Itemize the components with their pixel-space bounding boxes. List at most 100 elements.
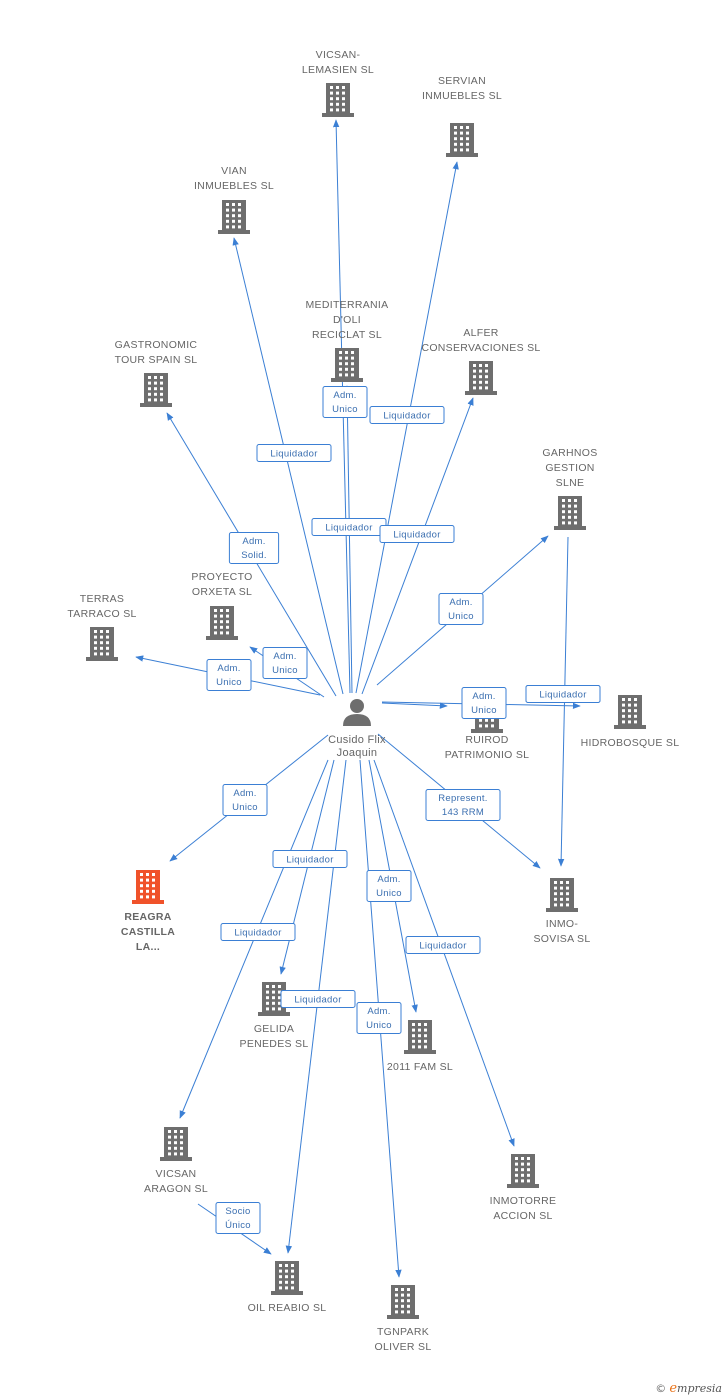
company-label[interactable]: ARAGON SL bbox=[144, 1183, 208, 1195]
company-node-terras[interactable]: TERRAS TARRACO SL bbox=[67, 593, 136, 661]
role-badge-text: Unico bbox=[272, 665, 298, 676]
company-label[interactable]: PATRIMONIO SL bbox=[445, 749, 530, 761]
building-icon[interactable] bbox=[331, 348, 363, 382]
company-node-alfer[interactable]: ALFER CONSERVACIONES SL bbox=[421, 327, 540, 395]
building-icon[interactable] bbox=[546, 878, 578, 912]
company-label[interactable]: LEMASIEN SL bbox=[302, 64, 374, 76]
person-name-label[interactable]: Cusido Flix bbox=[328, 734, 386, 746]
company-node-mediterrania[interactable]: MEDITERRANIA D'OLI RECICLAT SL bbox=[306, 299, 389, 382]
empresia-logo-text: mpresia bbox=[677, 1382, 722, 1395]
relation-edge-ruirod bbox=[381, 702, 448, 709]
company-label[interactable]: ORXETA SL bbox=[192, 586, 252, 598]
company-node-vicsan-aragon[interactable]: VICSAN ARAGON SL bbox=[144, 1127, 208, 1195]
company-label[interactable]: 2011 FAM SL bbox=[387, 1061, 453, 1073]
building-icon[interactable] bbox=[271, 1261, 303, 1295]
relation-edge-vian bbox=[232, 237, 344, 695]
company-label[interactable]: GARHNOS bbox=[542, 447, 597, 459]
company-label[interactable]: VIAN bbox=[221, 165, 247, 177]
building-icon[interactable] bbox=[86, 627, 118, 661]
role-badge-text: 143 RRM bbox=[442, 807, 484, 818]
company-label[interactable]: TARRACO SL bbox=[67, 608, 136, 620]
company-label[interactable]: GASTRONOMIC bbox=[115, 339, 198, 351]
building-icon[interactable] bbox=[387, 1285, 419, 1319]
company-label[interactable]: LA... bbox=[136, 941, 160, 953]
company-label[interactable]: OLIVER SL bbox=[375, 1341, 432, 1353]
company-label[interactable]: INMOTORRE bbox=[490, 1195, 557, 1207]
company-label[interactable]: INMUEBLES SL bbox=[422, 90, 502, 102]
building-icon[interactable] bbox=[465, 361, 497, 395]
role-badge-text: Unico bbox=[366, 1020, 392, 1031]
role-badge-text: Adm. bbox=[242, 536, 265, 547]
building-icon[interactable] bbox=[446, 123, 478, 157]
company-node-gastronomic[interactable]: GASTRONOMIC TOUR SPAIN SL bbox=[115, 339, 198, 407]
person-icon[interactable] bbox=[343, 699, 371, 726]
role-badge: Liquidador bbox=[405, 936, 481, 954]
building-icon[interactable] bbox=[132, 870, 164, 904]
building-icon[interactable] bbox=[322, 83, 354, 117]
role-badge-text: Represent. bbox=[438, 793, 487, 804]
company-label[interactable]: VICSAN bbox=[156, 1168, 197, 1180]
company-label[interactable]: ACCION SL bbox=[493, 1210, 552, 1222]
company-label[interactable]: OIL REABIO SL bbox=[248, 1302, 327, 1314]
company-node-tgnpark[interactable]: TGNPARK OLIVER SL bbox=[375, 1285, 432, 1353]
company-node-vicsan-lemasien[interactable]: VICSAN- LEMASIEN SL bbox=[302, 49, 374, 117]
company-node-reagra[interactable]: REAGRA CASTILLA LA... bbox=[121, 870, 175, 953]
role-badge: Adm.Unico bbox=[322, 386, 368, 418]
building-icon[interactable] bbox=[140, 373, 172, 407]
building-icon[interactable] bbox=[507, 1154, 539, 1188]
company-node-fam2011[interactable]: 2011 FAM SL bbox=[387, 1020, 453, 1073]
company-label[interactable]: TERRAS bbox=[80, 593, 124, 605]
building-icon[interactable] bbox=[554, 496, 586, 530]
company-node-servian[interactable]: SERVIAN INMUEBLES SL bbox=[422, 75, 502, 157]
company-label[interactable]: INMUEBLES SL bbox=[194, 180, 274, 192]
building-icon[interactable] bbox=[218, 200, 250, 234]
building-icon[interactable] bbox=[404, 1020, 436, 1054]
role-badge: Adm.Unico bbox=[438, 593, 484, 625]
role-badge: Liquidador bbox=[280, 990, 356, 1008]
role-badge-text: Liquidador bbox=[539, 690, 586, 701]
company-label[interactable]: HIDROBOSQUE SL bbox=[581, 737, 680, 749]
person-name-label[interactable]: Joaquin bbox=[337, 747, 378, 759]
company-label[interactable]: MEDITERRANIA bbox=[306, 299, 389, 311]
company-node-vian[interactable]: VIAN INMUEBLES SL bbox=[194, 165, 274, 234]
company-label[interactable]: TOUR SPAIN SL bbox=[115, 354, 198, 366]
company-label[interactable]: SOVISA SL bbox=[534, 933, 591, 945]
building-icon[interactable] bbox=[614, 695, 646, 729]
company-label[interactable]: GELIDA bbox=[254, 1023, 294, 1035]
company-label[interactable]: CASTILLA bbox=[121, 926, 175, 938]
company-label[interactable]: INMO- bbox=[546, 918, 579, 930]
company-label[interactable]: REAGRA bbox=[124, 911, 171, 923]
brand-footer: © empresia bbox=[655, 1381, 722, 1396]
empresia-logo-initial: e bbox=[669, 1381, 678, 1396]
role-badge-text: Unico bbox=[448, 611, 474, 622]
role-badge-text: Liquidador bbox=[325, 523, 372, 534]
role-badge-text: Unico bbox=[232, 802, 258, 813]
role-badge: Liquidador bbox=[272, 850, 348, 868]
company-label[interactable]: D'OLI bbox=[333, 314, 361, 326]
company-label[interactable]: VICSAN- bbox=[316, 49, 361, 61]
role-badge-text: Único bbox=[225, 1220, 251, 1231]
company-label[interactable]: CONSERVACIONES SL bbox=[421, 342, 540, 354]
company-label[interactable]: PROYECTO bbox=[191, 571, 252, 583]
company-label[interactable]: ALFER bbox=[463, 327, 498, 339]
company-node-inmosovisa[interactable]: INMO- SOVISA SL bbox=[534, 878, 591, 945]
role-badge-text: Unico bbox=[471, 705, 497, 716]
role-badge: Adm.Solid. bbox=[228, 532, 280, 564]
company-label[interactable]: SERVIAN bbox=[438, 75, 486, 87]
company-node-proyecto[interactable]: PROYECTO ORXETA SL bbox=[191, 571, 252, 640]
company-node-hidrobosque[interactable]: HIDROBOSQUE SL bbox=[581, 695, 680, 749]
company-node-oil-reabio[interactable]: OIL REABIO SL bbox=[248, 1261, 327, 1314]
company-label[interactable]: GESTION bbox=[545, 462, 594, 474]
building-icon[interactable] bbox=[206, 606, 238, 640]
role-badge: Liquidador bbox=[220, 923, 296, 941]
company-label[interactable]: RUIROD bbox=[465, 734, 508, 746]
company-label[interactable]: SLNE bbox=[556, 477, 585, 489]
role-badge-text: Liquidador bbox=[383, 411, 430, 422]
company-label[interactable]: PENEDES SL bbox=[240, 1038, 309, 1050]
company-label[interactable]: RECICLAT SL bbox=[312, 329, 382, 341]
company-node-garhnos[interactable]: GARHNOS GESTION SLNE bbox=[542, 447, 597, 530]
company-label[interactable]: TGNPARK bbox=[377, 1326, 429, 1338]
company-node-inmotorre[interactable]: INMOTORRE ACCION SL bbox=[490, 1154, 557, 1222]
building-icon[interactable] bbox=[160, 1127, 192, 1161]
